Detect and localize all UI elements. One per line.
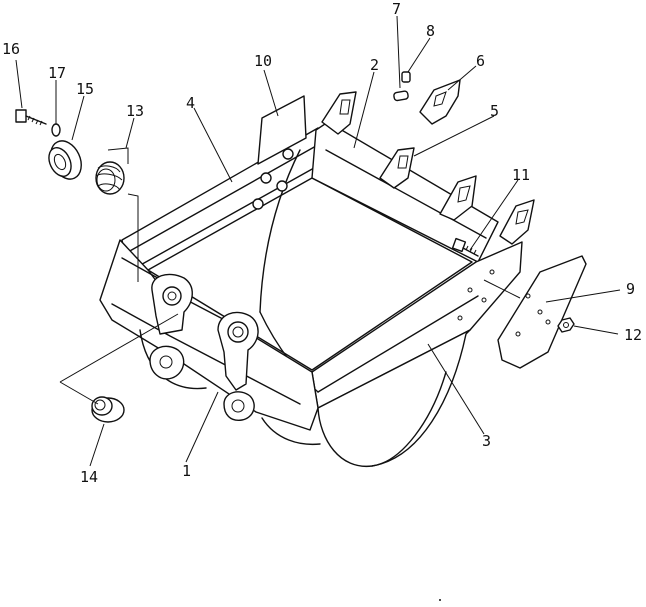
wear-plate — [257, 95, 307, 165]
callout-14: 14 — [80, 468, 98, 486]
callout-15: 15 — [76, 80, 94, 98]
callout-8: 8 — [426, 22, 435, 40]
leader-lines — [15, 15, 621, 467]
callout-16: 16 — [2, 40, 20, 58]
nut — [557, 317, 575, 333]
pin-bolt — [15, 109, 47, 126]
washer — [51, 123, 61, 137]
spring-pin — [95, 161, 125, 195]
bucket-assembly — [99, 121, 523, 467]
callout-12: 12 — [624, 326, 642, 344]
callout-1: 1 — [182, 462, 191, 480]
callout-11: 11 — [512, 166, 530, 184]
callout-2: 2 — [370, 56, 379, 74]
callout-4: 4 — [186, 94, 195, 112]
stray-dot — [439, 599, 441, 601]
callout-3: 3 — [482, 432, 491, 450]
tooth-adapters — [321, 91, 535, 245]
bushing — [91, 396, 125, 423]
tooth-pin — [393, 90, 409, 102]
callout-10: 10 — [254, 52, 272, 70]
callout-7: 7 — [392, 0, 401, 18]
callout-labels: 16 17 15 13 10 4 2 7 8 6 5 11 9 12 3 1 1… — [2, 0, 642, 486]
callout-9: 9 — [626, 280, 635, 298]
tooth-point — [419, 79, 461, 125]
pin-collar — [48, 140, 82, 180]
pin-lock — [401, 71, 411, 83]
callout-6: 6 — [476, 52, 485, 70]
callout-5: 5 — [490, 102, 499, 120]
callout-13: 13 — [126, 102, 144, 120]
callout-17: 17 — [48, 64, 66, 82]
side-bolt — [451, 237, 479, 257]
